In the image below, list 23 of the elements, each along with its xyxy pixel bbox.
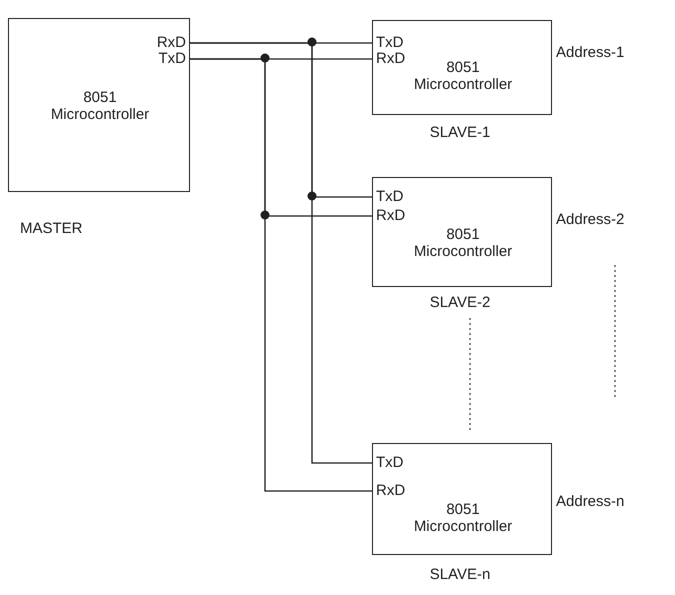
pin-label: RxD bbox=[156, 35, 186, 51]
address-label: Address-1 bbox=[556, 44, 626, 62]
chip-name: 8051 Microcontroller bbox=[50, 89, 150, 123]
device-label: MASTER bbox=[20, 220, 84, 238]
device-label: SLAVE-2 bbox=[428, 294, 492, 312]
pin-label: RxD bbox=[376, 51, 406, 67]
pin-label: TxD bbox=[376, 189, 404, 205]
chip-name: 8051 Microcontroller bbox=[412, 59, 514, 93]
chip-name: 8051 Microcontroller bbox=[412, 501, 514, 535]
microcontroller-box bbox=[372, 443, 552, 555]
microcontroller-box bbox=[372, 20, 552, 115]
pin-label: TxD bbox=[376, 455, 404, 471]
microcontroller-box bbox=[8, 18, 190, 192]
pin-label: RxD bbox=[376, 483, 406, 499]
pin-label: TxD bbox=[376, 35, 404, 51]
address-label: Address-n bbox=[556, 493, 626, 511]
device-label: SLAVE-1 bbox=[428, 124, 492, 142]
address-label: Address-2 bbox=[556, 211, 626, 229]
chip-name: 8051 Microcontroller bbox=[412, 226, 514, 260]
microcontroller-box bbox=[372, 177, 552, 287]
pin-label: RxD bbox=[376, 208, 406, 224]
pin-label: TxD bbox=[158, 51, 186, 67]
device-label: SLAVE-n bbox=[428, 566, 492, 584]
